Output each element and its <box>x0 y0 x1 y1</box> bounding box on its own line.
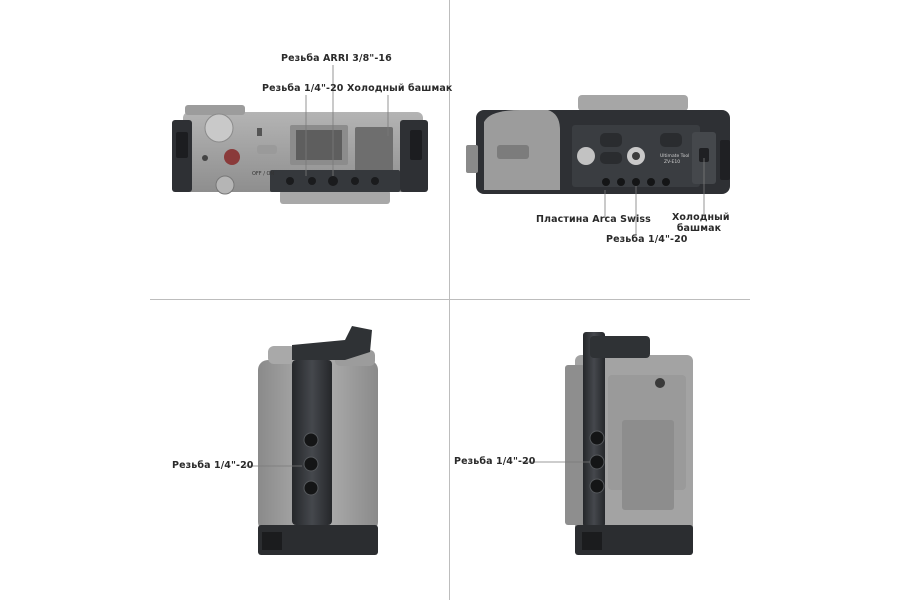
camera-top-view <box>172 105 428 204</box>
top-right-callout-lines <box>604 158 705 234</box>
label-cold-shoe-line2: башмак <box>676 223 722 234</box>
top-left-callout-lines <box>305 65 389 176</box>
label-quarter-thread-top-right: Резьба 1/4"-20 <box>606 234 688 245</box>
model-mark-sub: ZV-E10 <box>664 159 680 165</box>
power-switch-label: OFF / ON <box>252 171 274 177</box>
label-cold-shoe-top-right: Холодный башмак <box>672 212 730 234</box>
label-quarter-thread-top-left: Резьба 1/4"-20 <box>262 83 344 94</box>
label-arca-swiss-plate: Пластина Arca Swiss <box>536 214 651 225</box>
label-quarter-thread-bottom-left: Резьба 1/4"-20 <box>172 460 254 471</box>
label-arri-thread: Резьба ARRI 3/8"-16 <box>281 53 392 64</box>
label-cold-shoe-line1: Холодный <box>672 212 730 223</box>
label-cold-shoe-top-left: Холодный башмак <box>347 83 453 94</box>
camera-bottom-view <box>466 95 730 194</box>
label-quarter-thread-bottom-right: Резьба 1/4"-20 <box>454 456 536 467</box>
vertical-divider <box>449 0 450 600</box>
model-mark: Ultimate Tool <box>660 153 689 159</box>
cage-side-view <box>565 332 693 555</box>
horizontal-divider <box>150 299 750 300</box>
cage-grip-side-view <box>258 326 378 555</box>
